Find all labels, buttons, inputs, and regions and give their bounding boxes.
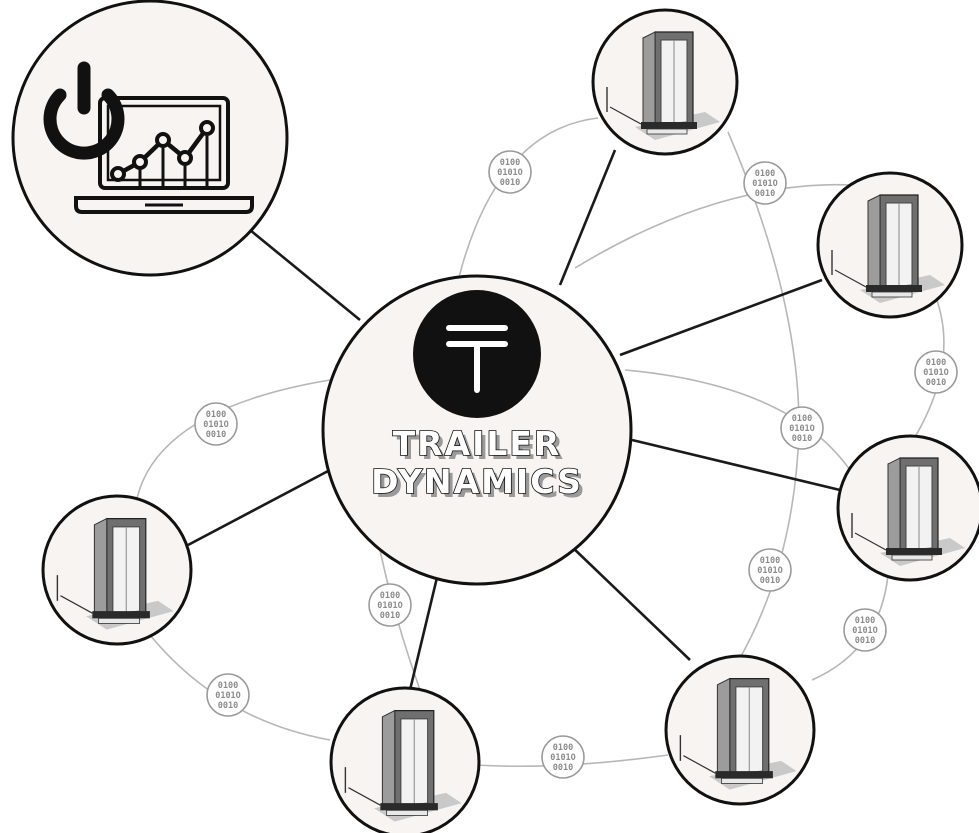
binary-text: 0010 xyxy=(500,178,520,188)
binary-text: 0010 xyxy=(380,611,400,621)
binary-text: 0100 xyxy=(755,169,775,179)
binary-text: 0010 xyxy=(218,701,238,711)
binary-text: 0100 xyxy=(855,616,875,626)
binary-text: 0101O xyxy=(203,420,229,430)
binary-text: 0010 xyxy=(926,378,946,388)
binary-text: 0100 xyxy=(926,358,946,368)
binary-text: 0101O xyxy=(852,626,878,636)
binary-text: 0101O xyxy=(923,368,949,378)
binary-text: 0101O xyxy=(752,179,778,189)
trailer-node[interactable] xyxy=(329,686,481,833)
trailer-node[interactable] xyxy=(41,494,193,646)
dashboard-node[interactable] xyxy=(11,0,289,277)
binary-text: 0100 xyxy=(380,591,400,601)
trailer-unit-icon xyxy=(831,194,945,303)
trailer-node[interactable] xyxy=(836,434,979,582)
binary-text: 0100 xyxy=(206,410,226,420)
binary-text: 0010 xyxy=(755,189,775,199)
binary-text: 0010 xyxy=(553,763,573,773)
hub-node[interactable]: TRAILER TRAILER DYNAMICS DYNAMICS xyxy=(321,274,633,586)
trailer-dynamics-logo-icon xyxy=(413,290,541,418)
binary-text: 0101O xyxy=(789,424,815,434)
hub-connections xyxy=(187,149,841,691)
trailer-unit-icon xyxy=(344,709,462,822)
binary-text: 0101O xyxy=(377,601,403,611)
laptop-chart-icon xyxy=(74,96,254,214)
binary-text: 0100 xyxy=(792,414,812,424)
binary-text: 0101O xyxy=(757,566,783,576)
binary-text: 0100 xyxy=(218,681,238,691)
trailer-unit-icon xyxy=(56,517,174,630)
binary-text: 0100 xyxy=(500,158,520,168)
trailer-node[interactable] xyxy=(664,654,816,806)
binary-text: 0010 xyxy=(792,434,812,444)
trailer-node[interactable] xyxy=(591,8,739,156)
binary-text: 0101O xyxy=(550,753,576,763)
trailer-unit-icon xyxy=(606,31,720,140)
brand-line1: TRAILER xyxy=(393,424,562,463)
power-icon xyxy=(43,61,125,160)
binary-text: 0010 xyxy=(855,636,875,646)
binary-text: 0101O xyxy=(497,168,523,178)
binary-text: 0010 xyxy=(760,576,780,586)
binary-text: 0101O xyxy=(215,691,241,701)
brand-line2-shadow: DYNAMICS xyxy=(375,466,587,505)
binary-text: 0010 xyxy=(206,430,226,440)
binary-text: 0100 xyxy=(553,743,573,753)
binary-text: 0100 xyxy=(760,556,780,566)
brand-line1-shadow: TRAILER xyxy=(397,428,566,467)
brand-line2: DYNAMICS xyxy=(371,462,583,501)
trailer-node[interactable] xyxy=(816,171,964,319)
trailer-unit-icon xyxy=(679,677,797,790)
trailer-unit-icon xyxy=(851,457,965,566)
